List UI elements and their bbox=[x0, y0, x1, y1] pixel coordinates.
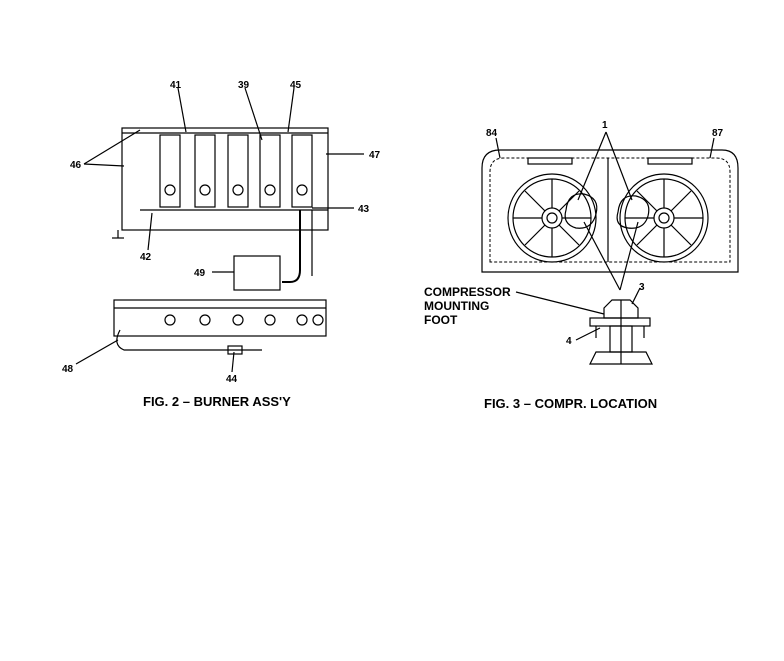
callout-41: 41 bbox=[170, 80, 182, 91]
pilot-tube bbox=[116, 329, 262, 351]
callout-45: 45 bbox=[290, 80, 302, 91]
compressor-location-figure: 1 84 87 3 4 COMPRESSOR MOUNTING FOOT FIG… bbox=[424, 120, 739, 411]
fig3-caption: FIG. 3 – COMPR. LOCATION bbox=[484, 396, 657, 411]
callout-48: 48 bbox=[62, 364, 74, 375]
callout-87: 87 bbox=[712, 128, 724, 139]
callout-47: 47 bbox=[369, 150, 381, 161]
compressor-label-line-3: FOOT bbox=[424, 313, 458, 327]
compressor-left bbox=[564, 193, 598, 229]
unit-cabinet bbox=[481, 149, 739, 273]
burner-tray bbox=[113, 299, 327, 337]
compressor-right bbox=[616, 195, 650, 229]
compressor-label-line-2: MOUNTING bbox=[424, 299, 489, 313]
mounting-foot-detail bbox=[589, 299, 653, 365]
callout-3: 3 bbox=[639, 282, 645, 293]
burner-housing bbox=[121, 127, 329, 231]
callout-44: 44 bbox=[226, 374, 238, 385]
callout-1: 1 bbox=[602, 120, 608, 131]
burner-assembly-figure: 41 39 45 46 47 43 42 49 48 44 FIG. 2 – B… bbox=[62, 80, 381, 409]
callout-4: 4 bbox=[566, 336, 572, 347]
compressor-label-line-1: COMPRESSOR bbox=[424, 285, 511, 299]
gas-valve bbox=[233, 255, 281, 291]
callout-42: 42 bbox=[140, 252, 152, 263]
right-fan bbox=[619, 173, 709, 263]
callout-43: 43 bbox=[358, 204, 370, 215]
burner-tubes bbox=[159, 134, 313, 208]
callout-84: 84 bbox=[486, 128, 498, 139]
callout-46: 46 bbox=[70, 160, 82, 171]
fig2-caption: FIG. 2 – BURNER ASS'Y bbox=[143, 394, 291, 409]
callout-39: 39 bbox=[238, 80, 250, 91]
gas-pipe bbox=[282, 210, 301, 283]
callout-49: 49 bbox=[194, 268, 206, 279]
